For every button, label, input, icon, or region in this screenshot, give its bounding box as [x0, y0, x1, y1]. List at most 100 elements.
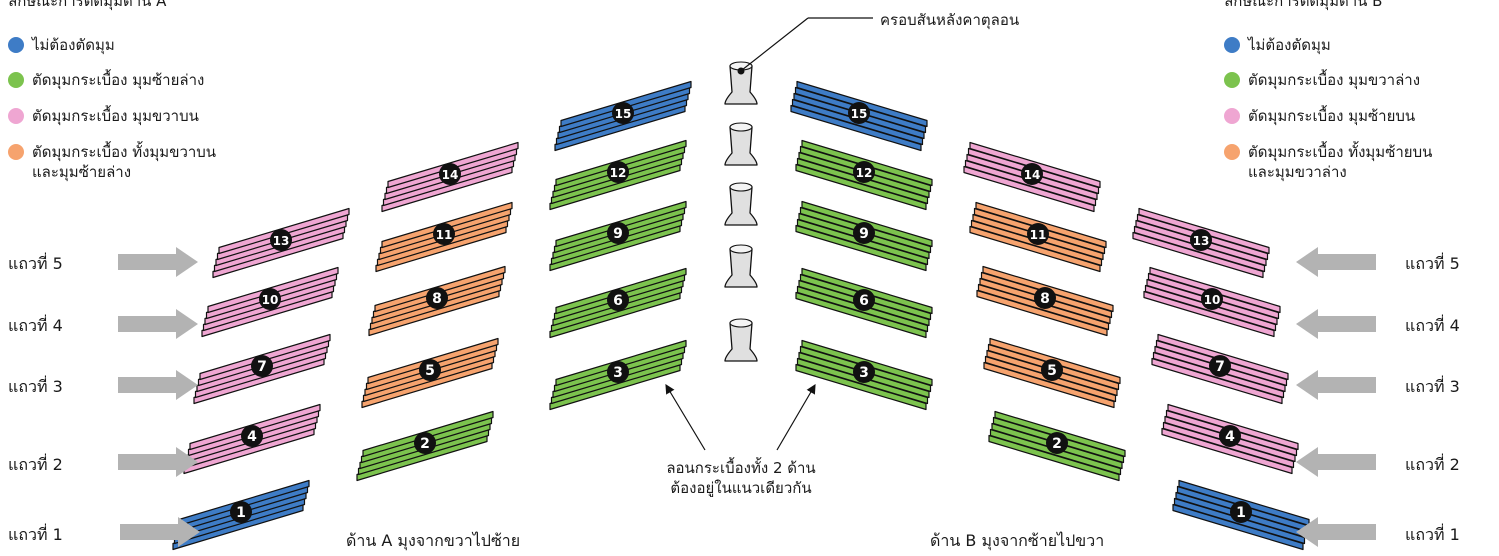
row-arrow-right-5: [1296, 247, 1376, 277]
row-arrow-left-3: [118, 370, 198, 400]
tile-number: 13: [1193, 234, 1210, 248]
tile-number: 1: [1236, 505, 1246, 521]
tile-stack-a-14: 14: [381, 141, 519, 213]
row-arrow-left-1: [120, 517, 200, 547]
tile-number-badge: [848, 102, 870, 124]
tile-stack-a-3: 3: [549, 339, 687, 411]
legend-a-dot-pink: [8, 108, 24, 124]
legend-a-label: ตัดมุมกระเบื้อง มุมขวาบน: [32, 107, 199, 125]
tile-number-badge: [607, 161, 629, 183]
ridge-cap-1: [724, 61, 758, 105]
tile-number-badge: [853, 361, 875, 383]
legend-a-dot-blue: [8, 37, 24, 53]
tile-number-badge: [419, 359, 441, 381]
row-arrow-right-2: [1296, 447, 1376, 477]
tile-stack-b-10: 10: [1143, 266, 1281, 338]
tile-number: 15: [851, 107, 868, 121]
legend-b-label: ตัดมุมกระเบื้อง มุมขวาล่าง: [1248, 71, 1421, 89]
tile-number: 7: [257, 359, 267, 375]
row-label-left-3: แถวที่ 3: [8, 377, 63, 396]
legend-b-item-no-cut: ไม่ต้องตัดมุม: [1224, 36, 1331, 56]
ridge-cap-3: [724, 182, 758, 226]
legend-a-label: ตัดมุมกระเบื้อง มุมซ้ายล่าง: [32, 71, 205, 89]
ridge-cap-label: ครอบสันหลังคาตุลอน: [880, 11, 1020, 29]
legend-a-dot-green: [8, 72, 24, 88]
tile-number: 6: [859, 293, 869, 309]
note-arrow-right: [776, 383, 816, 451]
legend-a-label: ตัดมุมกระเบื้อง ทั้งมุมขวาบน และมุมซ้ายล…: [32, 143, 217, 181]
legend-b-dot-pink: [1224, 108, 1240, 124]
tile-number: 3: [859, 365, 869, 381]
legend-a-dot-orange: [8, 144, 24, 160]
tile-number-badge: [259, 288, 281, 310]
row-arrows: [118, 247, 1376, 547]
legend-a-item-no-cut: ไม่ต้องตัดมุม: [8, 36, 115, 56]
row-label-left-1: แถวที่ 1: [8, 525, 63, 544]
tile-stack-b-14: 14: [963, 141, 1101, 213]
tile-stack-b-12: 12: [795, 139, 933, 211]
row-label-right-5: แถวที่ 5: [1405, 254, 1460, 273]
row-label-left-5: แถวที่ 5: [8, 254, 63, 273]
tile-number-badge: [1201, 288, 1223, 310]
legend-side-a: ลักษณะการตัดมุมด้าน A ไม่ต้องตัดมุม ตัดม…: [8, 0, 298, 190]
tile-number-badge: [1190, 229, 1212, 251]
tile-stack-a-8: 8: [368, 265, 506, 337]
legend-b-item-top-corner: ตัดมุมกระเบื้อง มุมซ้ายบน: [1224, 107, 1415, 127]
tile-stack-a-11: 11: [375, 201, 513, 273]
tile-stack-a-9: 9: [549, 200, 687, 272]
tile-number: 12: [856, 166, 873, 180]
legend-side-b: ลักษณะการตัดมุมด้าน B ไม่ต้องตัดมุม ตัดม…: [1224, 0, 1494, 190]
tile-number-badge: [607, 222, 629, 244]
row-arrow-right-4: [1296, 309, 1376, 339]
tile-number-badge: [241, 425, 263, 447]
legend-b-label: ตัดมุมกระเบื้อง ทั้งมุมซ้ายบน และมุมขวาล…: [1248, 143, 1433, 181]
tile-number: 2: [420, 436, 430, 452]
ridge-cap-5: [724, 318, 758, 362]
tile-number: 13: [273, 234, 290, 248]
tile-stack-a-15: 15: [554, 80, 692, 152]
tile-number-badge: [1209, 355, 1231, 377]
tile-number-badge: [426, 287, 448, 309]
ridge-callout-leader: [741, 17, 809, 71]
tile-number-badge: [433, 223, 455, 245]
legend-a-label: ไม่ต้องตัดมุม: [32, 36, 115, 54]
tile-stack-b-13: 13: [1132, 207, 1270, 279]
tile-number: 4: [247, 429, 257, 445]
tile-stack-b-2: 2: [988, 410, 1126, 482]
tile-stack-b-9: 9: [795, 200, 933, 272]
ridge-callout-dot: [737, 67, 745, 75]
legend-b-label: ตัดมุมกระเบื้อง มุมซ้ายบน: [1248, 107, 1416, 125]
tile-number-badge: [1021, 163, 1043, 185]
tile-number: 6: [613, 293, 623, 309]
tile-stack-b-5: 5: [983, 337, 1121, 409]
tile-number-badge: [853, 222, 875, 244]
ridge-caps: [724, 61, 758, 362]
legend-b-dot-green: [1224, 72, 1240, 88]
alignment-note: ลอนกระเบื้องทั้ง 2 ด้าน ต้องอยู่ในแนวเดี…: [666, 459, 816, 498]
row-label-left-4: แถวที่ 4: [8, 316, 63, 335]
tile-stack-a-7: 7: [193, 333, 331, 405]
row-label-right-2: แถวที่ 2: [1405, 455, 1460, 474]
row-label-right-4: แถวที่ 4: [1405, 316, 1460, 335]
tile-number-badge: [607, 361, 629, 383]
tile-number-badge: [414, 432, 436, 454]
tile-number: 11: [1030, 228, 1047, 242]
tile-number: 15: [615, 107, 632, 121]
tile-stack-a-13: 13: [212, 207, 350, 279]
tile-number: 8: [1040, 291, 1050, 307]
tile-stack-a-10: 10: [201, 266, 339, 338]
tile-number-badge: [607, 289, 629, 311]
tile-number-badge: [853, 289, 875, 311]
tile-number: 14: [1024, 168, 1041, 182]
tile-number-badge: [1034, 287, 1056, 309]
ridge-cap-2: [724, 122, 758, 166]
tile-number: 1: [236, 505, 246, 521]
tile-stack-a-12: 12: [549, 139, 687, 211]
side-b-caption: ด้าน B มุงจากซ้ายไปขวา: [930, 531, 1105, 550]
row-arrow-right-3: [1296, 370, 1376, 400]
tile-stack-b-11: 11: [969, 201, 1107, 273]
tile-number-badge: [1041, 359, 1063, 381]
